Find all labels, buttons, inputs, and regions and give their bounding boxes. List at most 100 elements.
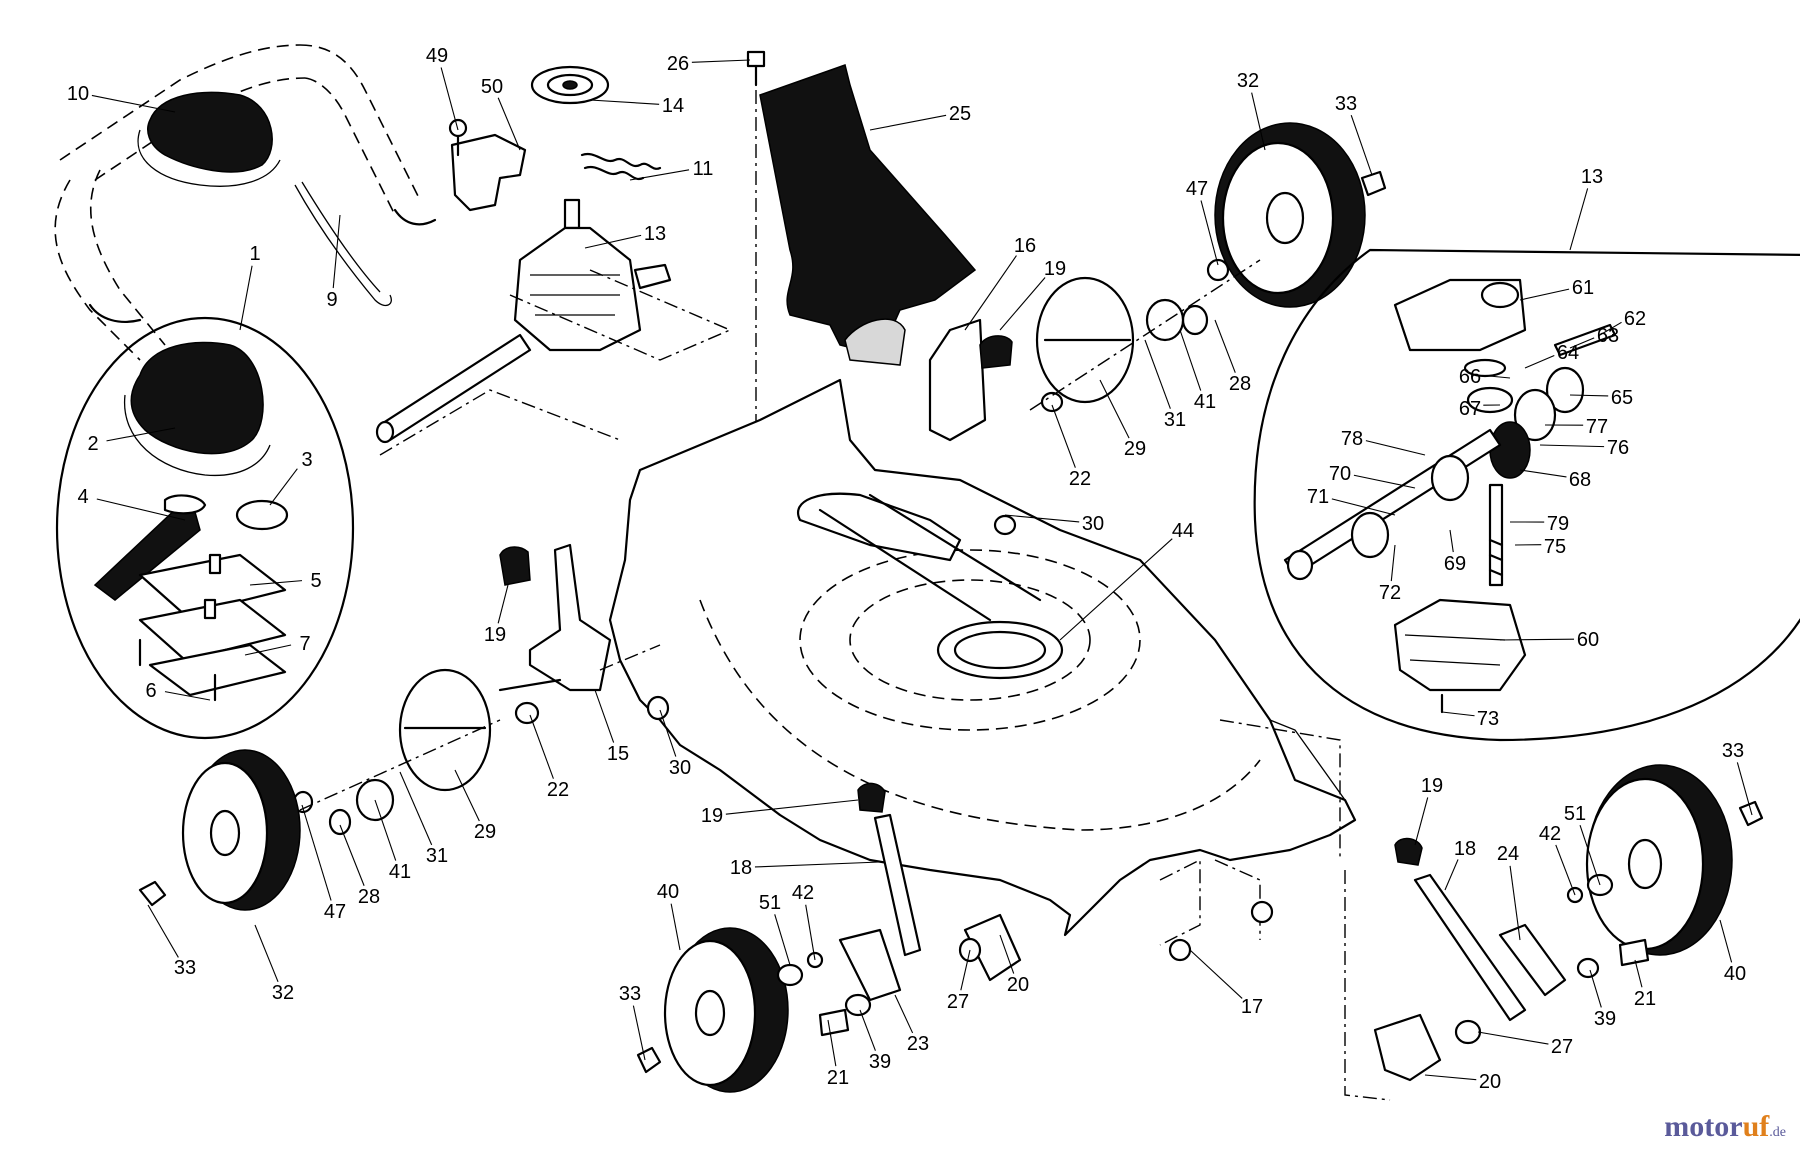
leader-line-c10 [91,94,176,113]
callout-c17: 17 [1241,996,1263,1018]
leader-line-c2 [106,427,176,442]
leader-line-c33a [1350,114,1373,176]
leader-line-c51b [1579,825,1601,886]
callout-c32a: 32 [1237,70,1259,92]
callout-c31a: 31 [1164,409,1186,431]
callout-c51a: 51 [759,892,781,914]
callout-c66: 66 [1459,366,1481,388]
callout-c30b: 30 [669,757,691,779]
callout-c19a: 19 [1044,258,1066,280]
leader-line-c22a [1051,404,1076,468]
callout-c18b: 18 [1454,838,1476,860]
leader-line-c33b [147,904,179,958]
leader-line-c7 [244,644,292,656]
callout-c14: 14 [662,95,684,117]
callout-c10: 10 [67,83,89,105]
leader-line-c44 [1059,538,1173,641]
leader-line-c33c [632,1005,646,1061]
callout-c6: 6 [145,680,156,702]
leader-line-c60 [1499,638,1575,641]
leader-line-c50 [497,97,521,151]
leader-line-c24 [1509,865,1521,941]
callout-c40a: 40 [657,881,679,903]
leader-line-c29a [1099,379,1130,439]
watermark-part3: .de [1769,1125,1786,1140]
callout-c21b: 21 [1634,988,1656,1010]
leader-line-c19b [497,584,509,624]
callout-c7: 7 [299,633,310,655]
callout-c64: 64 [1557,342,1579,364]
callout-c20b: 20 [1479,1071,1501,1093]
callout-c62: 62 [1624,308,1646,330]
callout-c42b: 42 [1539,823,1561,845]
callout-c65: 65 [1611,387,1633,409]
callout-c60: 60 [1577,629,1599,651]
callout-c24: 24 [1497,843,1519,865]
leader-line-c62 [1599,321,1622,336]
callout-c70: 70 [1329,463,1351,485]
callout-c29b: 29 [474,821,496,843]
leader-line-c19d [1414,797,1429,846]
callout-c27a: 27 [947,991,969,1013]
leader-line-c4 [96,498,186,521]
leader-line-c41a [1179,329,1202,391]
callout-c1: 1 [249,243,260,265]
leader-line-c65 [1569,394,1609,397]
leader-line-c64 [1524,354,1555,369]
callout-c30a: 30 [1082,513,1104,535]
leader-line-c19a [999,277,1046,331]
leader-line-c51a [774,914,791,966]
leader-line-c63 [1569,337,1595,349]
callout-c26: 26 [667,53,689,75]
mower-deck [608,378,1357,946]
part-number-callouts: 1019234576495014111326253233471619136162… [67,45,1753,1093]
handle-assembly [54,44,437,361]
grass-chute [746,50,977,440]
leader-line-c1 [239,265,253,331]
control-detail-ellipse [55,316,355,740]
leader-line-c61 [1519,288,1570,301]
callout-c71: 71 [1307,486,1329,508]
callout-c47b: 47 [324,901,346,923]
leader-line-c72 [1390,544,1396,582]
leader-line-c13a [584,234,642,249]
callout-c9: 9 [326,289,337,311]
leader-line-c25 [869,114,947,131]
watermark-logo: motoruf.de [1664,1110,1786,1144]
callout-c28b: 28 [358,886,380,908]
watermark-part1: motor [1664,1110,1743,1143]
rear-right-wheel [928,122,1387,536]
leader-line-c26 [691,59,751,63]
callout-c51b: 51 [1564,803,1586,825]
leader-line-c22b [529,714,554,779]
leader-line-c21a [827,1019,837,1067]
left-height-bracket [292,543,670,836]
leader-line-c42b [1555,844,1576,896]
leader-line-c6 [164,691,211,701]
leader-line-c23 [894,994,914,1034]
front-left-wheel [636,782,1274,1093]
leader-line-c41b [374,799,397,861]
leader-line-c13b [1569,188,1589,251]
callout-c27b: 27 [1551,1036,1573,1058]
leader-line-c78 [1365,440,1426,456]
callout-c31b: 31 [426,845,448,867]
callout-c63: 63 [1597,325,1619,347]
leader-line-c32b [254,924,279,982]
leader-line-c28a [1214,319,1236,373]
callout-c47a: 47 [1186,178,1208,200]
callout-c21a: 21 [827,1067,849,1089]
callout-c39b: 39 [1594,1008,1616,1030]
leader-line-c76 [1539,444,1605,448]
leader-line-c33d [1736,762,1753,816]
leader-line-c16 [964,255,1017,331]
callout-c75: 75 [1544,536,1566,558]
leader-line-c31b [399,771,433,846]
leader-line-c30a [1004,514,1080,523]
callout-c22b: 22 [547,779,569,801]
leader-line-c42a [805,904,816,961]
leader-line-c20b [1424,1074,1477,1081]
callout-c4: 4 [77,486,88,508]
leader-line-c47a [1200,200,1219,266]
